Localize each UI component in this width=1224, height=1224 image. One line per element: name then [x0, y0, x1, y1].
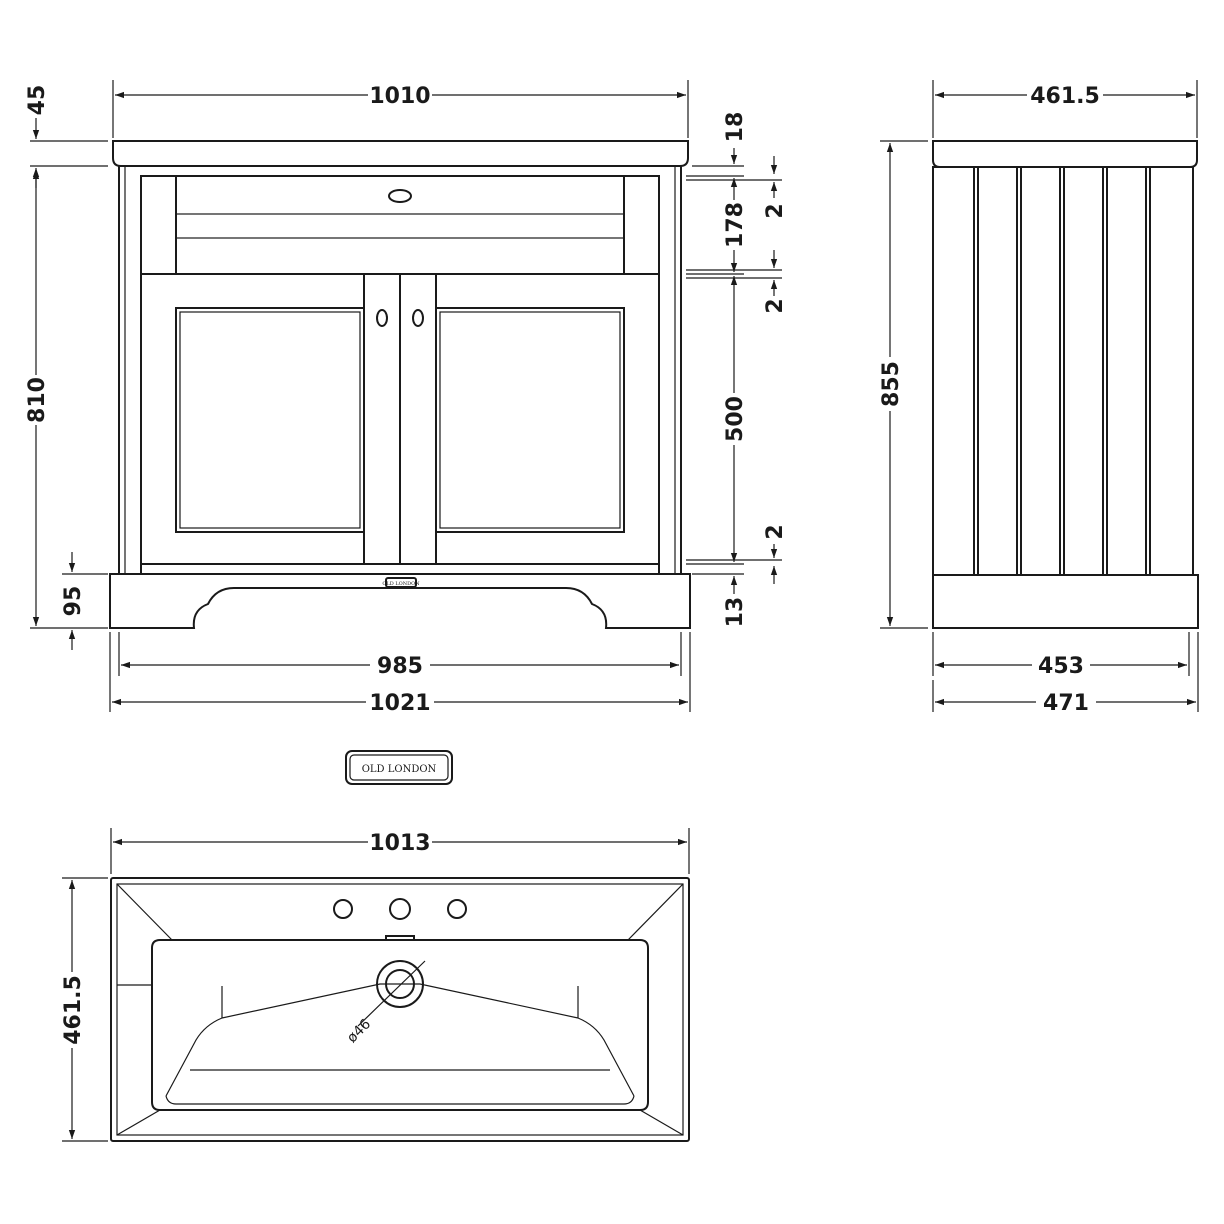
dim-gap-top: 2: [763, 203, 788, 218]
left-door-knob-icon: [376, 309, 388, 327]
brand-badge-text: OLD LONDON: [362, 764, 437, 775]
side-dimensions: 461.5 855 453 471: [879, 80, 1199, 716]
right-door-panel-inner: [439, 311, 621, 529]
front-plinth: [109, 573, 691, 629]
left-door-panel: [175, 307, 365, 533]
waste-diameter-leader: [357, 960, 426, 1027]
left-door-panel-inner: [179, 311, 361, 529]
basin-outer-rim: [110, 877, 690, 1142]
drawer-rail: [175, 213, 625, 239]
front-dimensions: 1010 45 810 95 18 178 500 13: [25, 80, 788, 716]
right-door-knob-icon: [412, 309, 424, 327]
basin-inner-rim: [116, 883, 684, 1136]
dim-basin-depth: 461.5: [61, 975, 86, 1045]
front-worktop: [112, 140, 689, 167]
dim-gap-bottom: 2: [763, 524, 788, 539]
dim-plinth-height: 95: [61, 586, 86, 617]
dim-waste-diameter: ø46: [344, 1016, 374, 1046]
dim-basin-width: 1013: [369, 831, 430, 856]
dim-plinth-lip: 13: [723, 597, 748, 628]
overflow-slot-icon: [385, 935, 415, 941]
dim-worktop-height: 45: [25, 85, 50, 116]
dim-side-depth-body: 453: [1038, 654, 1084, 679]
dim-top-lip: 18: [723, 112, 748, 143]
dim-door-height: 500: [723, 396, 748, 442]
side-worktop: [932, 140, 1198, 168]
side-panel-grooves: [973, 167, 1151, 575]
tap-hole-left-icon: [333, 899, 353, 919]
waste-inner-icon: [385, 969, 415, 999]
right-door-panel: [435, 307, 625, 533]
dim-drawer-height: 178: [723, 202, 748, 248]
dim-front-top-width: 1010: [369, 84, 430, 109]
small-brand-text: OLD LONDON: [382, 581, 420, 587]
front-elevation: OLD LONDON: [109, 140, 691, 629]
basin-bowl: [151, 939, 649, 1111]
dim-side-height: 855: [879, 361, 904, 407]
dim-gap-mid: 2: [763, 298, 788, 313]
dim-carcass-width: 985: [377, 654, 423, 679]
drawer-overflow-icon: [388, 189, 412, 203]
small-brand-badge: [385, 577, 417, 588]
side-plinth: [932, 574, 1199, 629]
basin-plan: ø46: [110, 877, 690, 1142]
dim-side-depth-top: 461.5: [1030, 84, 1100, 109]
waste-outer-icon: [376, 960, 424, 1008]
tap-hole-right-icon: [447, 899, 467, 919]
dim-carcass-height: 810: [25, 377, 50, 423]
dim-overall-width: 1021: [369, 691, 430, 716]
tap-hole-center-icon: [389, 898, 411, 920]
dim-side-depth-base: 471: [1043, 691, 1089, 716]
brand-badge: OLD LONDON: [345, 750, 453, 785]
side-elevation: [932, 140, 1199, 629]
basin-dimensions: 1013 461.5: [61, 828, 690, 1142]
